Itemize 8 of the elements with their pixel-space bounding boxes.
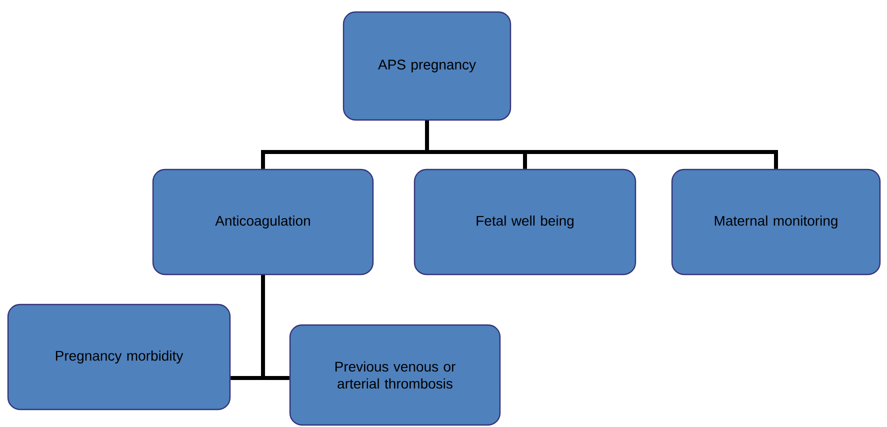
connector <box>425 120 778 169</box>
process-box: Pregnancy morbidity <box>7 304 231 410</box>
process-box: Previous venous or arterial thrombosis <box>289 324 501 426</box>
process-box: Fetal well being <box>414 168 636 276</box>
process-box: Maternal monitoring <box>671 168 881 276</box>
process-box: Anticoagulation <box>152 168 374 276</box>
connector <box>261 275 290 380</box>
process-box: APS pregnancy <box>342 11 512 121</box>
